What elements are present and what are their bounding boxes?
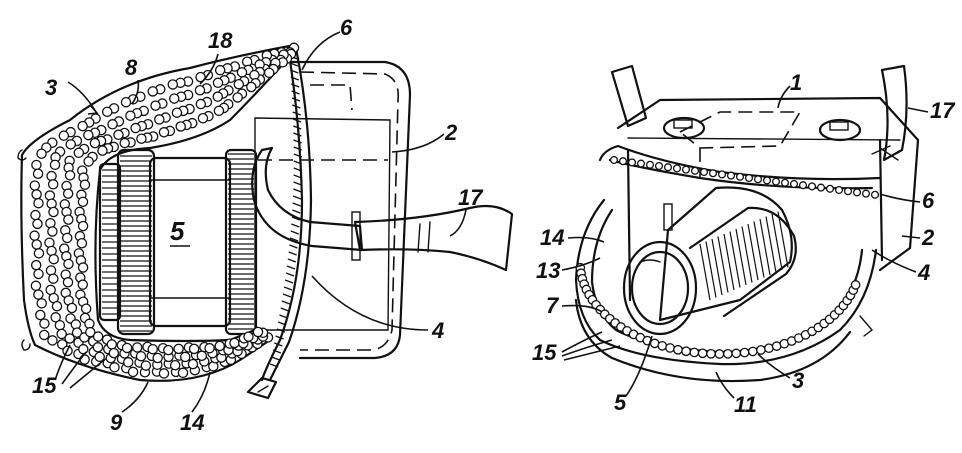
ref-3-left: 3 [45,75,57,100]
ref-4-right: 4 [917,260,930,285]
ref-5-left: 5 [170,216,185,246]
ref-11-right: 11 [734,392,757,417]
ref-18-left: 18 [208,28,233,53]
case-housing [254,60,412,360]
ref-13-right: 13 [536,258,560,283]
ref-17-right: 17 [930,98,956,123]
ref-5-right: 5 [614,390,627,415]
ref-9-left: 9 [110,410,123,435]
padded-bag-right [574,144,882,383]
ref-3-right: 3 [792,368,804,393]
camera-right [622,186,797,336]
ref-15-right: 15 [532,340,557,365]
ref-6-right: 6 [922,188,935,213]
ref-7-right: 7 [546,293,560,318]
ref-17-left: 17 [458,185,484,210]
carrying-strap [251,146,514,272]
ref-4-left: 4 [431,318,444,343]
ref-8-left: 8 [125,55,138,80]
ref-15-left: 15 [32,373,57,398]
straps-right [610,64,908,162]
right-view: 1 17 6 2 4 14 13 7 15 5 11 3 [532,64,956,417]
left-labels: 3 8 18 6 2 17 5 4 15 9 14 [32,15,484,435]
ref-14-right: 14 [540,225,564,250]
right-labels: 1 17 6 2 4 14 13 7 15 5 11 3 [532,70,956,417]
ref-2-right: 2 [921,225,935,250]
case-housing-right [616,96,920,302]
filler-beads-left [29,42,300,379]
ref-1-right: 1 [790,70,802,95]
ref-14-left: 14 [180,410,204,435]
ref-2-left: 2 [444,120,458,145]
zipper [246,46,313,400]
ref-6-left: 6 [340,15,353,40]
camera [98,148,258,336]
left-view: 3 8 18 6 2 17 5 4 15 9 14 [17,15,514,435]
padded-bag [17,43,297,382]
